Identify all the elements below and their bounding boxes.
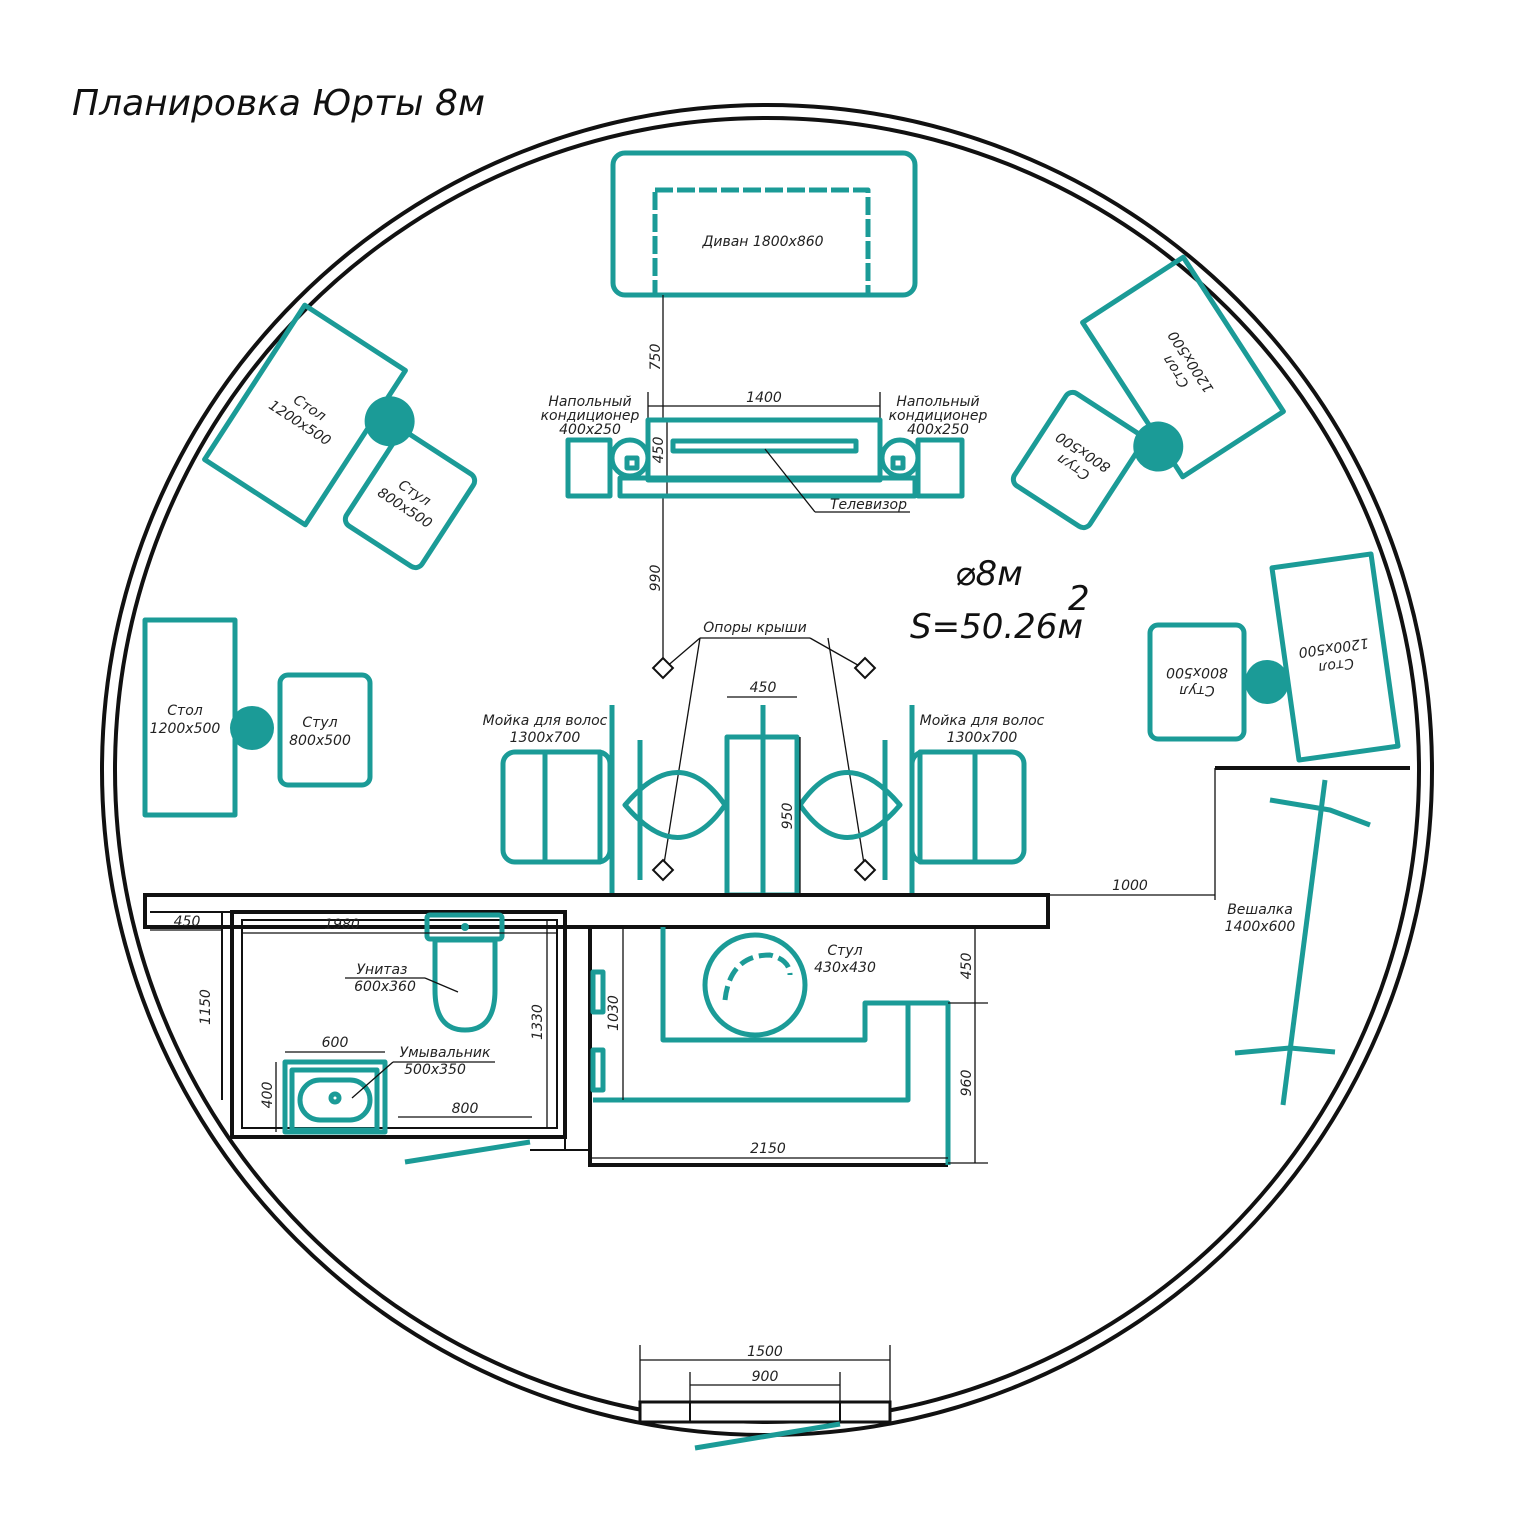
- svg-text:Унитаз: Унитаз: [357, 962, 408, 978]
- svg-text:1200х500: 1200х500: [1297, 634, 1369, 660]
- svg-text:1150: 1150: [198, 989, 214, 1025]
- dim-990: 990: [648, 495, 664, 660]
- svg-text:Стул: Стул: [1179, 682, 1214, 698]
- svg-text:1200х500: 1200х500: [150, 721, 221, 737]
- hair-wash-right: Мойка для волос 1300х700: [797, 705, 1045, 895]
- sink: Умывальник 500х350: [282, 1045, 495, 1135]
- svg-text:Стул: Стул: [302, 715, 337, 731]
- svg-text:990: 990: [648, 565, 664, 592]
- sofa: Диван 1800х860: [610, 150, 918, 298]
- svg-text:Диван 1800х860: Диван 1800х860: [701, 234, 823, 250]
- svg-text:Опоры крыши: Опоры крыши: [703, 620, 806, 636]
- chair-left: Стул 800х500: [230, 672, 373, 788]
- svg-text:кондиционер: кондиционер: [541, 408, 640, 424]
- svg-text:Стол: Стол: [167, 703, 202, 719]
- toilet: Унитаз 600х360: [345, 912, 505, 1033]
- svg-text:450: 450: [651, 437, 667, 464]
- svg-text:800х500: 800х500: [289, 733, 351, 749]
- svg-text:450: 450: [750, 680, 777, 696]
- reception-dims: 1030 450 960 2150: [590, 927, 988, 1164]
- tv-unit: Телевизор: [617, 417, 918, 513]
- svg-text:Напольный: Напольный: [548, 394, 631, 410]
- svg-text:Вешалка: Вешалка: [1227, 902, 1293, 918]
- svg-text:400х250: 400х250: [907, 422, 969, 438]
- svg-text:Стул: Стул: [827, 943, 862, 959]
- svg-text:2150: 2150: [750, 1141, 786, 1157]
- workstation-left: Стол 1200х500: [142, 617, 238, 818]
- dim-450-wash: 450 950: [727, 680, 801, 895]
- svg-text:960: 960: [959, 1070, 975, 1097]
- svg-text:600: 600: [322, 1035, 349, 1051]
- chair-right: Стул 800х500: [1147, 622, 1289, 742]
- svg-text:S=50.26м: S=50.26м: [910, 607, 1083, 647]
- svg-text:430х430: 430х430: [814, 960, 876, 976]
- diameter-label: ⌀8м: [955, 554, 1023, 594]
- roof-supports: Опоры крыши: [651, 620, 877, 882]
- hair-wash-left: Мойка для волос 1300х700: [483, 705, 728, 895]
- air-conditioner-right: Напольный кондиционер 400х250: [879, 394, 988, 499]
- svg-text:Мойка для волос: Мойка для волос: [483, 713, 608, 729]
- interior-door-right[interactable]: [1214, 766, 1410, 900]
- reception-desk: [590, 927, 951, 1165]
- svg-text:1300х700: 1300х700: [510, 730, 581, 746]
- svg-text:1300х700: 1300х700: [947, 730, 1018, 746]
- dim-450-tv: 450: [651, 420, 668, 495]
- svg-text:2: 2: [1068, 579, 1090, 619]
- svg-text:950: 950: [780, 803, 796, 830]
- svg-text:500х350: 500х350: [404, 1062, 466, 1078]
- svg-text:Телевизор: Телевизор: [830, 497, 907, 513]
- dim-1400: 1400: [647, 390, 881, 420]
- dim-1000: 1000: [1048, 878, 1215, 896]
- svg-text:1500: 1500: [747, 1344, 783, 1360]
- bathroom: [150, 910, 567, 1139]
- svg-text:600х360: 600х360: [354, 979, 416, 995]
- svg-text:1980: 1980: [324, 917, 360, 933]
- bathroom-door[interactable]: [404, 1139, 531, 1165]
- svg-text:450: 450: [174, 914, 201, 930]
- reception-room: [530, 927, 948, 1167]
- svg-text:450: 450: [959, 953, 975, 980]
- svg-text:400: 400: [260, 1082, 276, 1109]
- air-conditioner-left: Напольный кондиционер 400х250: [541, 394, 651, 499]
- svg-text:1000: 1000: [1112, 878, 1148, 894]
- svg-text:Напольный: Напольный: [896, 394, 979, 410]
- area-label: S=50.26м 2: [910, 579, 1090, 647]
- svg-text:750: 750: [648, 344, 664, 371]
- svg-text:Мойка для волос: Мойка для волос: [920, 713, 1045, 729]
- svg-text:900: 900: [752, 1369, 779, 1385]
- coat-rack: Вешалка 1400х600: [1225, 779, 1371, 1106]
- workstation-right: Стол 1200х500: [1269, 551, 1401, 763]
- plan-title: Планировка Юрты 8м: [72, 83, 485, 124]
- svg-text:400х250: 400х250: [559, 422, 621, 438]
- wash-partition: [724, 705, 800, 898]
- svg-text:1400: 1400: [746, 390, 782, 406]
- svg-text:1400х600: 1400х600: [1225, 919, 1296, 935]
- svg-text:кондиционер: кондиционер: [889, 408, 988, 424]
- svg-text:800: 800: [452, 1101, 479, 1117]
- reception-chair: Стул 430х430: [702, 932, 876, 1038]
- bathroom-dims: 450 1980 1150 1330 600 400 800: [150, 914, 557, 1132]
- dim-door-1500: 1500 900: [639, 1344, 891, 1402]
- dim-750: 750: [648, 295, 664, 420]
- svg-text:Умывальник: Умывальник: [400, 1045, 491, 1061]
- svg-text:1330: 1330: [530, 1004, 546, 1040]
- svg-text:Стол: Стол: [1317, 655, 1354, 676]
- svg-text:800х500: 800х500: [1166, 664, 1228, 680]
- entrance-door[interactable]: [694, 1421, 841, 1451]
- chair-top-right: Стул 800х500: [1010, 389, 1184, 531]
- svg-text:1030: 1030: [606, 995, 622, 1031]
